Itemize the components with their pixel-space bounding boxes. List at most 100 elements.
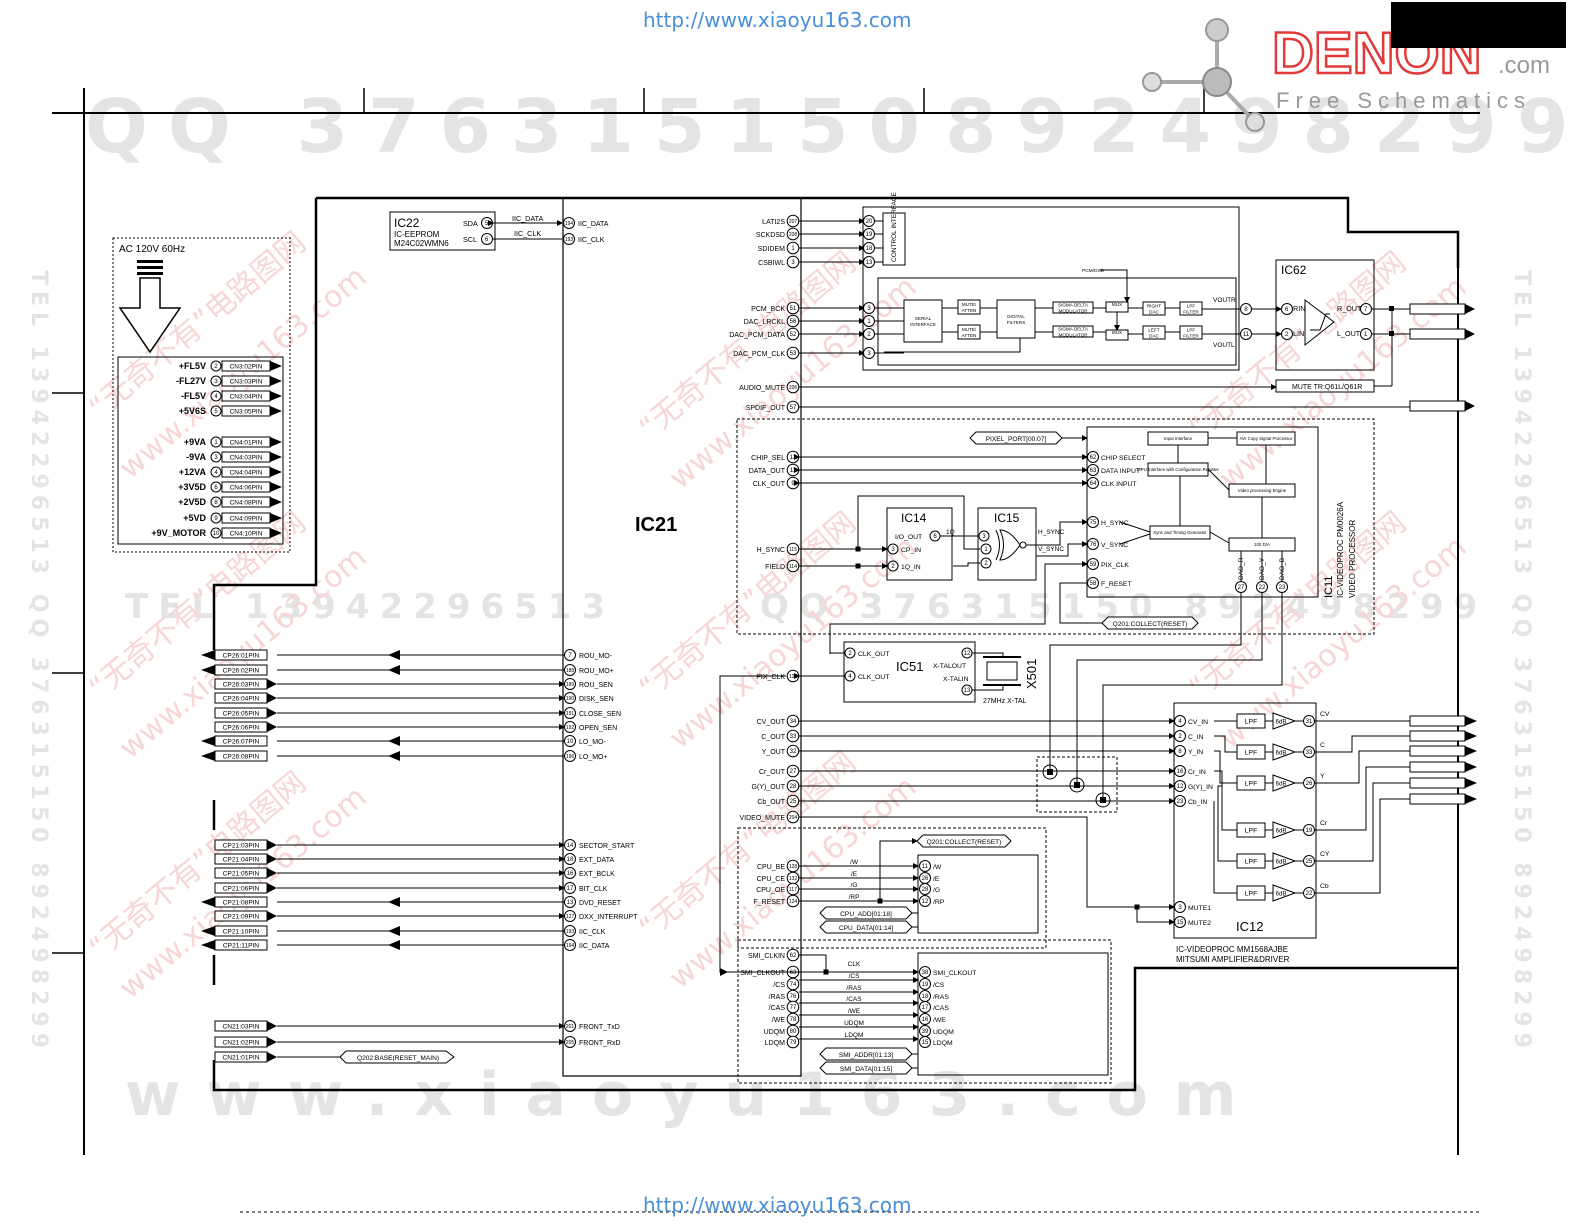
lpf-label: LPF xyxy=(1245,891,1257,898)
mem-signal-label: /CS xyxy=(849,973,861,980)
arrow-right-icon xyxy=(267,1021,277,1031)
dac-out-label: VOUTL xyxy=(1213,342,1235,349)
arrow-right-icon xyxy=(267,722,277,732)
pin-number: 11 xyxy=(1243,332,1250,338)
power-rail-label: +5V6S xyxy=(179,406,206,416)
pin-number: 80 xyxy=(790,1029,797,1035)
sdram-pin-label: SMI_CLKOUT xyxy=(933,970,976,977)
ic11-video-processor[interactable]: IC11 IC-VIDEOPROC PM0026A VIDEO PROCESSO… xyxy=(794,426,1357,630)
pin-number: 18 xyxy=(866,246,873,252)
ic21-pin-label: H_SYNC xyxy=(757,547,785,554)
pin-number: 74 xyxy=(790,982,797,988)
url-bottom[interactable]: http://www.xiaoyu163.com xyxy=(643,1193,912,1217)
wire xyxy=(829,561,1088,654)
pin-number: 127 xyxy=(566,914,575,920)
pin-number: 76 xyxy=(790,994,797,1000)
pin-number: 3 xyxy=(1178,905,1182,911)
video-section-box xyxy=(736,418,1375,635)
pin-number: 11 xyxy=(790,468,797,474)
arrow-right-icon xyxy=(1465,762,1477,772)
pin-circle xyxy=(564,735,576,747)
pin-number: 2 xyxy=(848,651,852,657)
ic21-pin-label: DVD_RESET xyxy=(579,900,622,907)
ic22-pin-num: 5 xyxy=(485,221,489,227)
pin-circle xyxy=(786,301,800,315)
dac-block-label: DAC xyxy=(1149,334,1159,339)
wire xyxy=(1102,593,1283,800)
pin-circle xyxy=(210,390,222,402)
pin-circle xyxy=(978,530,990,542)
ic22-desc1: IC-EEPROM xyxy=(394,230,440,239)
x501-crystal[interactable]: X501 27MHz X-TAL xyxy=(983,656,1039,705)
pixel-port-label: PIXEL_PORT[00:07] xyxy=(986,436,1047,443)
dac-block-label: FILTERS xyxy=(1007,320,1026,325)
dac-block xyxy=(903,299,943,343)
pin-number: 194 xyxy=(566,943,575,949)
q202-label: Q202:BASE(RESET_MAIN) xyxy=(357,1055,439,1062)
ic51-name: IC51 xyxy=(896,659,923,674)
ic62-pin-label: RIN xyxy=(1293,304,1305,313)
pin-circle xyxy=(786,327,800,341)
pin-circle xyxy=(786,779,800,793)
ic62-audio-opamp[interactable]: IC62 6 2 RIN LIN R_OUT L_OUT 7 1 MUTE TR… xyxy=(1275,259,1475,412)
watermark-layer: QQ 376315150 892498299 TEL 13942296513 Q… xyxy=(26,84,1568,1130)
ic22-net: IIC_CLK xyxy=(514,229,541,238)
ic12-desc1: IC-VIDEOPROC MM1568AJBE xyxy=(1176,945,1288,954)
pin-circle xyxy=(1303,746,1315,758)
ic12-video-amp[interactable]: IC12 IC-VIDEOPROC MM1568AJBE MITSUMI AMP… xyxy=(1173,702,1477,964)
power-rail-label: -FL27V xyxy=(176,376,206,386)
amp-triangle-icon xyxy=(1272,852,1297,870)
power-rail-label: +3V5D xyxy=(178,482,206,492)
pin-number: 19 xyxy=(1306,828,1313,834)
connector-label: CN21:01PIN xyxy=(222,1055,259,1062)
arrow-right-icon xyxy=(267,883,277,893)
connector-label: CP21:09PIN xyxy=(223,914,260,921)
ic12-pin-label: CV_IN xyxy=(1188,719,1208,726)
wire xyxy=(884,338,1021,353)
ic21-name: IC21 xyxy=(635,514,677,536)
wire xyxy=(953,562,980,567)
sdram-pin-label: /WE xyxy=(933,1017,946,1024)
pin-number: 52 xyxy=(790,332,797,338)
lpf-label: LPF xyxy=(1245,828,1257,835)
ic22-pin-label: SCL xyxy=(463,235,477,244)
pin-number: 4 xyxy=(1178,719,1182,725)
ic14-name: IC14 xyxy=(901,511,927,525)
audio-dac-block[interactable]: CONTROL INTERFACE 201918133123SERIALINTE… xyxy=(799,192,1410,408)
ic21-pin-label: IIC_CLK xyxy=(578,237,605,244)
arrow-right-icon xyxy=(267,911,277,921)
ic22-eeprom[interactable]: IC22 IC-EEPROM M24C02WMN6 SDA SCL 5 6 II… xyxy=(389,211,563,251)
url-top[interactable]: http://www.xiaoyu163.com xyxy=(643,8,912,32)
ic15-out-label: H_SYNC xyxy=(1038,529,1065,536)
pin-circle xyxy=(786,214,800,228)
pin-number: 9 xyxy=(214,516,218,522)
flash-chip[interactable] xyxy=(917,854,1039,934)
ic21-pin-label: CPU_CE xyxy=(757,876,786,883)
ic11-name: IC11 xyxy=(1323,576,1335,598)
power-rail-label: +9VA xyxy=(184,437,207,447)
pin-circle xyxy=(210,481,222,493)
smi-addr-label: SMI_ADDR[01:13] xyxy=(839,1052,893,1059)
pin-number: 2 xyxy=(891,564,895,570)
ic15-xor-gate[interactable]: IC15 xyxy=(977,507,1037,581)
pin-circle xyxy=(563,217,575,229)
junction-dot xyxy=(823,969,829,975)
mem-signal-label: /CAS xyxy=(846,996,862,1003)
ic21-pin-label: LATI2S xyxy=(762,219,785,226)
ic21-pin-label: OPEN_SEN xyxy=(579,725,617,732)
ic12-out-label: Cr xyxy=(1320,820,1328,827)
ic14-flipflop[interactable]: IC14 xyxy=(886,507,953,581)
pin-circle xyxy=(786,255,800,269)
connector-label: CP21:08PIN xyxy=(223,900,260,907)
dac-block-label: SIGMA DELTA xyxy=(1058,303,1089,308)
ic11-desc2: VIDEO PROCESSOR xyxy=(1348,520,1357,598)
power-arrow-icon xyxy=(118,277,182,354)
arrow-left-icon xyxy=(201,650,215,660)
wire xyxy=(1207,468,1230,491)
connector-label: CP26:07PIN xyxy=(223,739,260,746)
pin-number: 13 xyxy=(866,260,873,266)
pin-number: 5 xyxy=(214,409,218,415)
gain-label: 6dB xyxy=(1276,860,1287,866)
